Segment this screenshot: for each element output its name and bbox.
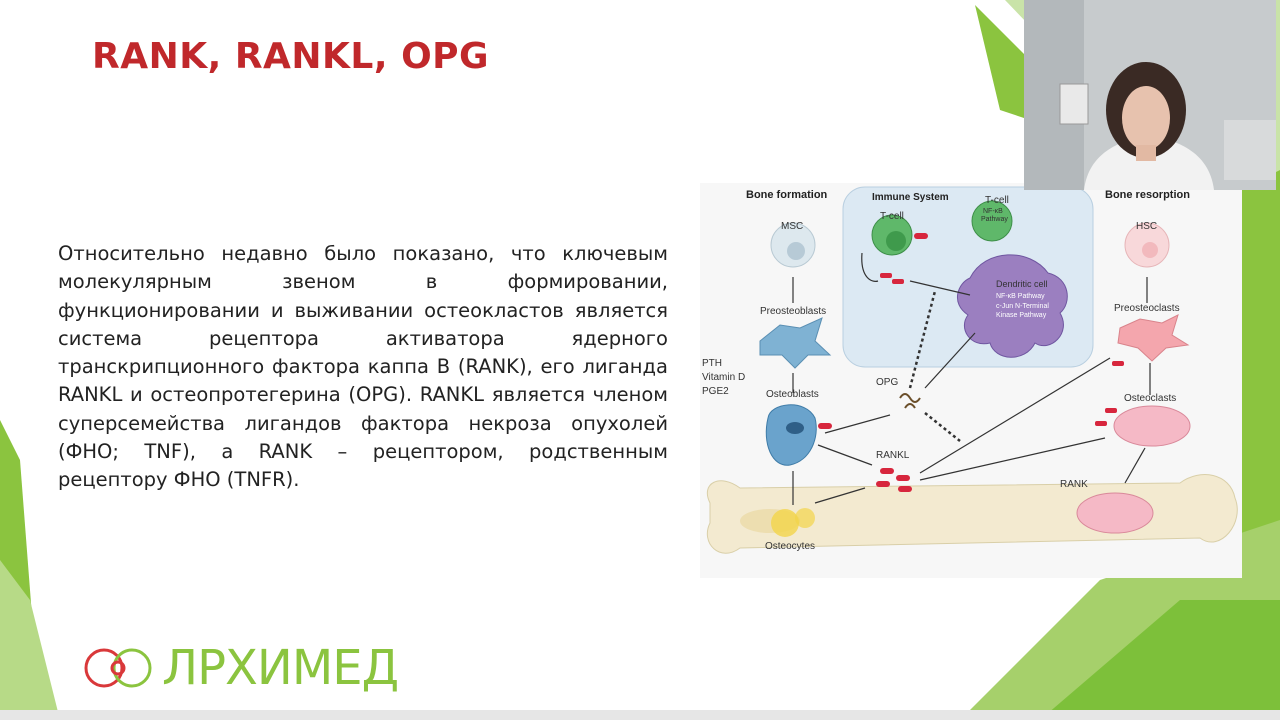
label-bone-resorption: Bone resorption [1105, 189, 1190, 201]
label-tcell-1: T-cell [880, 211, 904, 222]
label-cjun-2: Kinase Pathway [996, 312, 1047, 319]
label-nfkb-pathway: NF-κB Pathway [996, 293, 1045, 300]
label-dendritic-cell: Dendritic cell [996, 279, 1048, 289]
rank-pathway-figure: Bone formation Immune System Bone resorp… [700, 183, 1242, 578]
archimed-logo-text: ЛРХИМЕД [162, 640, 399, 696]
label-immune-system: Immune System [872, 192, 949, 203]
label-vitamin-d: Vitamin D [702, 372, 746, 383]
presenter-video [1024, 0, 1276, 190]
label-tcell-2-sub2: Pathway [981, 216, 1008, 223]
label-pth: PTH [702, 358, 722, 369]
label-preosteoblasts: Preosteoblasts [760, 306, 827, 317]
label-preosteoclasts: Preosteoclasts [1114, 303, 1180, 314]
webcam-video-feed [1024, 0, 1276, 190]
slide-title: RANK, RANKL, OPG [92, 36, 490, 77]
label-opg: OPG [876, 377, 899, 388]
label-cjun-1: c-Jun N-Terminal [996, 303, 1049, 310]
label-osteoclasts: Osteoclasts [1124, 393, 1177, 404]
label-tcell-2-sub1: NF-κB [983, 208, 1003, 215]
label-rankl: RANKL [876, 450, 910, 461]
label-msc: MSC [781, 221, 804, 232]
pathway-diagram [706, 186, 1238, 554]
slide-body-text: Относительно недавно было показано, что … [58, 242, 668, 492]
label-osteocytes: Osteocytes [765, 541, 816, 552]
label-osteoblasts: Osteoblasts [766, 389, 819, 400]
label-pge2: PGE2 [702, 386, 729, 397]
label-tcell-2: T-cell [985, 195, 1009, 206]
label-hsc: HSC [1136, 221, 1158, 232]
bottom-bar [0, 710, 1280, 720]
archimed-logo [84, 648, 152, 688]
label-rank: RANK [1060, 479, 1088, 490]
label-bone-formation: Bone formation [746, 189, 828, 201]
